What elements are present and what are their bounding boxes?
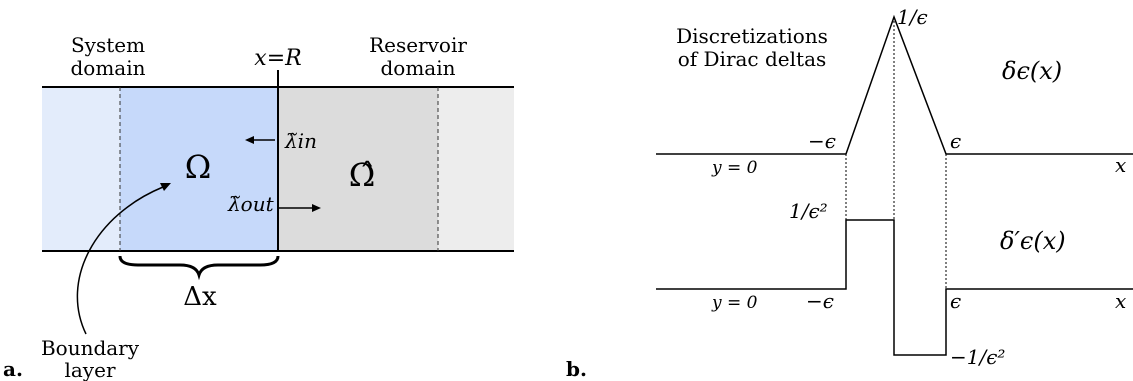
omega-label: Ω <box>185 148 212 186</box>
y0-label-top: y = 0 <box>711 158 758 178</box>
interface-label: x=R <box>254 46 301 71</box>
delta-x-label: Δx <box>183 282 217 312</box>
panel-b: Discretizations of Dirac deltas 1/ϵ δϵ(x… <box>566 5 1133 381</box>
boundary-label-line2: layer <box>64 358 115 381</box>
panel-a-label: a. <box>3 357 23 381</box>
panel-b-label: b. <box>566 357 587 381</box>
neg-eps-label-top: −ϵ <box>808 129 836 153</box>
lambda-out-label: λ̃out <box>227 192 275 216</box>
system-outer-region <box>42 87 120 251</box>
y0-label-bottom: y = 0 <box>711 293 758 313</box>
reservoir-inner-region <box>278 87 438 251</box>
x-axis-label-top: x <box>1115 153 1126 177</box>
delta-prime-curve <box>656 219 1133 356</box>
boundary-label-line1: Boundary <box>41 336 140 360</box>
neg-eps-label-bottom: −ϵ <box>806 289 834 313</box>
pos-eps-label-top: ϵ <box>950 129 961 153</box>
pos-height-label: 1/ϵ² <box>789 199 828 223</box>
pos-eps-label-bottom: ϵ <box>950 289 961 313</box>
delta-label: δϵ(x) <box>1002 57 1062 85</box>
panel-b-title-line1: Discretizations <box>676 24 828 48</box>
peak-label: 1/ϵ <box>897 5 928 29</box>
reservoir-outer-region <box>438 87 514 251</box>
lambda-in-arrowhead <box>245 136 254 144</box>
boundary-layer-pointer <box>76 186 164 335</box>
system-label-line2: domain <box>70 56 145 80</box>
panel-b-title-line2: of Dirac deltas <box>678 47 827 71</box>
boundary-layer-pointer-arrowhead <box>160 183 171 191</box>
lambda-in-label: λ̃in <box>284 129 317 153</box>
neg-height-label: −1/ϵ² <box>950 345 1005 369</box>
boundary-brace <box>118 255 280 281</box>
reservoir-label-line1: Reservoir <box>369 33 467 57</box>
reservoir-label-line2: domain <box>380 56 455 80</box>
delta-prime-label: δ′ϵ(x) <box>1000 227 1066 255</box>
system-inner-region <box>120 87 278 251</box>
panel-a: System domain x=R Reservoir domain Ω Ω̂ … <box>3 33 514 381</box>
omega-hat-label: Ω̂ <box>349 156 376 194</box>
lambda-out-arrowhead <box>312 204 321 212</box>
x-axis-label-bottom: x <box>1115 289 1126 313</box>
system-label-line1: System <box>71 33 145 57</box>
